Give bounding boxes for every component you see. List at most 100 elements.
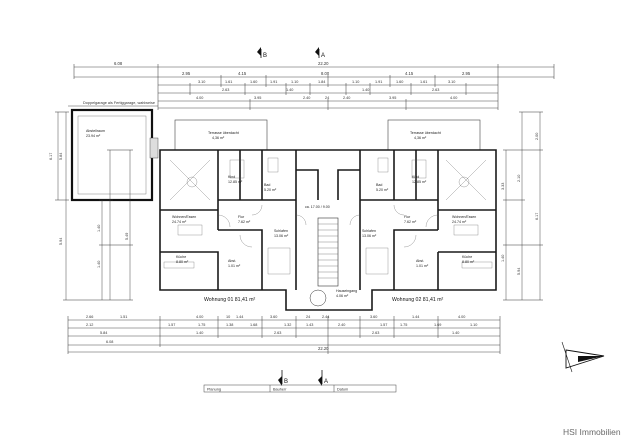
dim-bottom-r1-8: 2.44 (322, 315, 329, 319)
dim-bottom-r2-1: 2.12 (86, 323, 93, 327)
unit-02-caption: Wohnung 02 81,41 m² (392, 297, 444, 303)
dim-bottom-r1-3: 4.00 (196, 315, 203, 319)
dim-bottom-r2-12: 1.10 (470, 323, 477, 327)
dim-bottom-r1-10: 1.44 (412, 315, 419, 319)
section-marker-a-bottom: A (318, 370, 328, 386)
dim-bottom-r1-4: 10 (226, 315, 230, 319)
dim-right-3: 2.10 (517, 175, 521, 182)
bad-left-area: 5.20 m² (264, 188, 277, 192)
furniture (163, 157, 493, 275)
hauseingang-label: Hauseingang (336, 289, 357, 293)
kind-right-label: Kind (412, 175, 419, 179)
section-label-b-bottom: B (284, 379, 288, 385)
stair-label: ca. 17.00 / 9.00 (305, 205, 330, 209)
legend-item-2: Bauherr (273, 388, 287, 392)
dim-top-r3-2: 1.61 (225, 80, 232, 84)
dim-right-2: 6.17 (535, 213, 539, 220)
dim-top-r5-2: 3.95 (254, 96, 261, 100)
dim-top-r5-4: 24 (325, 96, 329, 100)
building-walls (159, 119, 497, 311)
bad-right-area: 5.20 m² (376, 188, 389, 192)
dim-top-r2-4: 4.15 (405, 71, 414, 76)
dim-left-5: 1.40 (97, 261, 101, 268)
flur-right-label: Flur (404, 215, 411, 219)
dimension-chain-top: 6.08 22.20 2.95 4.15 8.00 4.15 2.95 3.10… (73, 61, 555, 110)
dim-bottom-r2-11: 1.69 (434, 323, 441, 327)
dim-bottom-r1-5: 1.44 (236, 315, 243, 319)
dim-bottom-r3-4: 2.63 (372, 331, 379, 335)
dim-top-r5-1: 4.00 (196, 96, 203, 100)
dim-left-1: 6.17 (49, 153, 53, 160)
kind-left-label: Kind (228, 175, 235, 179)
kueche-right-label: Küche (462, 255, 472, 259)
dim-bottom-r2-8: 2.40 (338, 323, 345, 327)
dim-top-r3-11: 3.10 (448, 80, 455, 84)
door-swings (217, 204, 439, 248)
terrace-right-label: Terrasse überdacht (410, 131, 441, 135)
dim-top-r2-1: 2.95 (182, 71, 191, 76)
dim-top-r3-6: 1.84 (318, 80, 325, 84)
dim-bottom-r2-3: 1.75 (198, 323, 205, 327)
dim-bottom-r2-5: 1.68 (250, 323, 257, 327)
dim-bottom-r2-4: 1.38 (226, 323, 233, 327)
terrace-left-label: Terrasse überdacht (208, 131, 239, 135)
wohnen-left-label: Wohnen/Essen (172, 215, 196, 219)
dim-top-r2-2: 4.15 (238, 71, 247, 76)
dim-bottom-r3-1: 5.84 (100, 331, 107, 335)
dim-top-total: 22.20 (318, 61, 329, 66)
dim-top-r5-7: 4.00 (450, 96, 457, 100)
dim-bottom-r3-5: 1.40 (452, 331, 459, 335)
dim-top-r4-4: 2.63 (432, 88, 439, 92)
dim-top-r4-3: 1.40 (362, 88, 369, 92)
section-label-a-bottom: A (324, 379, 328, 385)
dim-bottom-r3-2: 1.40 (196, 331, 203, 335)
dim-top-r4-1: 2.63 (222, 88, 229, 92)
terrace-left-area: 4,36 m² (212, 136, 225, 140)
dim-bottom-total: 22.20 (318, 346, 329, 351)
dim-top-r3-10: 1.61 (420, 80, 427, 84)
dim-top-r4-2: 1.40 (286, 88, 293, 92)
dim-bottom-r2-7: 1.43 (306, 323, 313, 327)
dim-bottom-r1-6: 3.60 (270, 315, 277, 319)
schlafen-left-area: 13.06 m² (274, 234, 289, 238)
dim-top-r2-3: 8.00 (321, 71, 330, 76)
abst-left-area: 1.01 m² (228, 264, 241, 268)
annex-outline (70, 108, 154, 202)
dim-top-left: 6.08 (114, 61, 123, 66)
abst-left-label: Abst. (228, 259, 236, 263)
dimension-chain-right: 2.00 6.17 2.10 5.94 3.33 1.40 (501, 111, 543, 301)
dim-top-r3-5: 1.10 (291, 80, 298, 84)
dim-bottom-r1-2: 1.51 (120, 315, 127, 319)
terrace-right-area: 4,36 m² (414, 136, 427, 140)
wohnen-right-label: Wohnen/Essen (452, 215, 476, 219)
section-marker-b-bottom: B (278, 370, 288, 386)
annex-note: Doppelgarage als Fertiggarage, wahlweise (83, 101, 155, 105)
dim-bottom-r1-9: 3.60 (370, 315, 377, 319)
dim-bottom-r2-6: 1.32 (284, 323, 291, 327)
dimension-chain-left: 6.17 5.84 5.94 1.40 1.40 5.49 (49, 111, 133, 301)
wohnen-right-area: 24.74 m² (452, 220, 467, 224)
schlafen-left-label: Schlafen (274, 229, 288, 233)
dim-left-2: 5.84 (59, 153, 63, 160)
dim-bottom-r2-9: 1.57 (380, 323, 387, 327)
north-arrow-icon (561, 341, 605, 373)
dim-left-3: 5.94 (59, 238, 63, 245)
dim-top-r3-3: 1.60 (250, 80, 257, 84)
garage-annex: Doppelgarage als Fertiggarage, wahlweise… (68, 101, 159, 202)
section-marker-b-top: B (257, 47, 267, 59)
kueche-left-area: 8.80 m² (176, 260, 189, 264)
bad-right-label: Bad (376, 183, 382, 187)
dim-right-6: 1.40 (501, 255, 505, 262)
dim-bottom-r2-2: 1.57 (168, 323, 175, 327)
bad-left-label: Bad (264, 183, 270, 187)
dim-top-r3-4: 1.91 (270, 80, 277, 84)
wohnen-left-area: 24.74 m² (172, 220, 187, 224)
title-block-strip: Planung Bauherr Datum (203, 384, 397, 393)
dim-right-1: 2.00 (535, 133, 539, 140)
dim-bottom-left: 6.08 (106, 340, 113, 344)
room-labels-left: Terrasse überdacht 4,36 m² Kind 12.85 m²… (172, 131, 289, 268)
abst-right-label: Abst. (416, 259, 424, 263)
section-marker-a-top: A (315, 47, 325, 59)
hauseingang-area: 4.06 m² (336, 294, 349, 298)
